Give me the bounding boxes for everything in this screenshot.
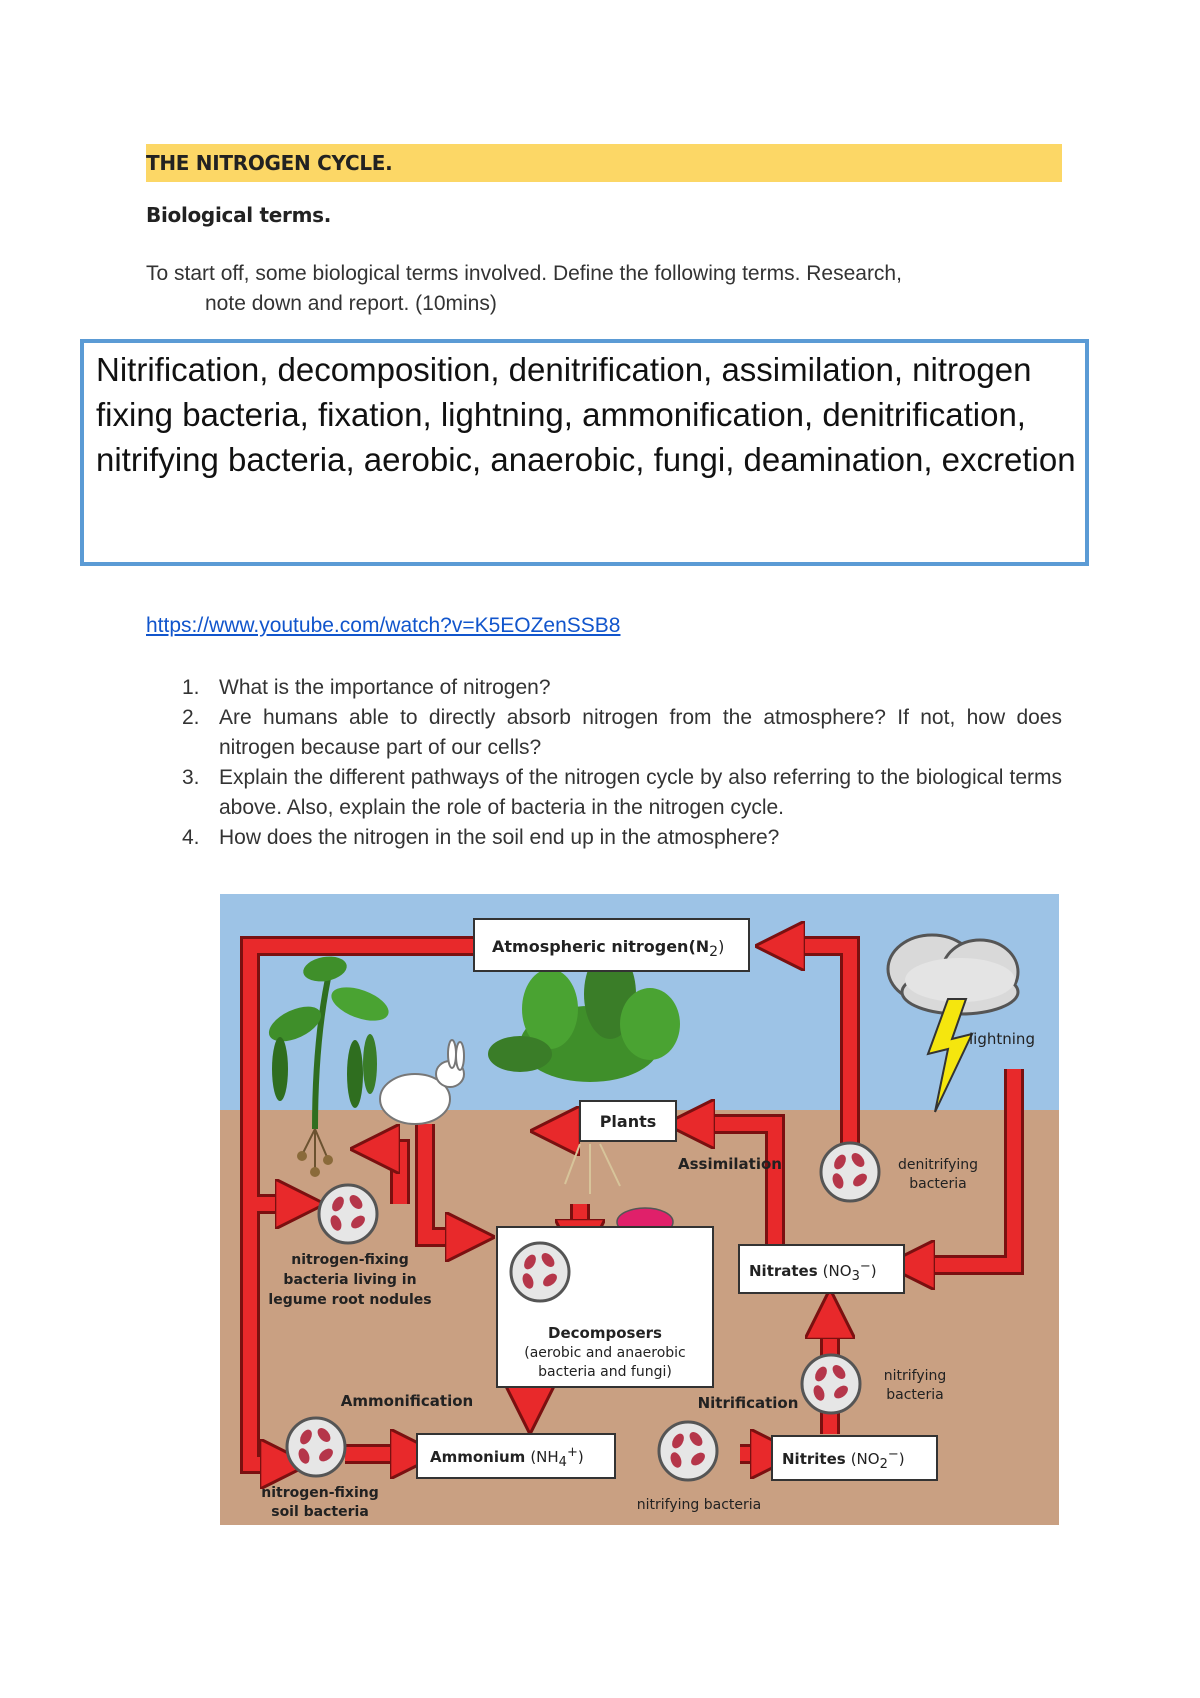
denitrifying-label-line-2: bacteria [909, 1176, 967, 1192]
decomposers-line-2: (aerobic and anaerobic [524, 1345, 686, 1361]
section-heading: Biological terms. [146, 203, 332, 227]
nitrates-formula: (NO [823, 1262, 852, 1280]
bacteria-icon [509, 1241, 571, 1303]
bacteria-icon [800, 1353, 862, 1415]
nitrates-superscript: − [860, 1259, 871, 1274]
lightning-bolt-icon [926, 998, 974, 1113]
intro-line-2: note down and report. (10mins) [205, 292, 497, 315]
svg-text:Atmospheric nitrogen(N2): Atmospheric nitrogen(N2) [492, 937, 724, 960]
nodules-label-line-3: legume root nodules [268, 1292, 431, 1308]
nodules-label-line-2: bacteria living in [283, 1272, 416, 1288]
atmospheric-paren: ) [718, 937, 724, 956]
soil-bacteria-line-2: soil bacteria [271, 1504, 369, 1520]
question-number: 3. [182, 766, 200, 789]
bacteria-icon [285, 1416, 347, 1478]
nitrites-subscript: 2 [880, 1457, 888, 1472]
rabbit-icon [379, 1039, 465, 1125]
question-text: Explain the different pathways of the ni… [219, 766, 1062, 819]
question-item: 3. Explain the different pathways of the … [146, 763, 1062, 823]
nitrites-label: Nitrites [782, 1450, 846, 1468]
ammonium-paren: ) [578, 1448, 584, 1466]
page-title: THE NITROGEN CYCLE. [146, 151, 393, 175]
nitrates-box: Nitrates (NO3−) [738, 1244, 905, 1294]
lightning-label: lightning [969, 1030, 1035, 1048]
terms-list: Nitrification, decomposition, denitrific… [96, 351, 1076, 478]
nitrogen-cycle-diagram: Atmospheric nitrogen(N2) Plants Decompos… [220, 894, 1059, 1525]
nitrates-paren: ) [871, 1262, 877, 1280]
nitrifying-right-line-1: nitrifying [884, 1368, 947, 1384]
decomposers-box: Decomposers (aerobic and anaerobic bacte… [496, 1226, 714, 1388]
atmospheric-label: Atmospheric nitrogen(N [492, 937, 709, 956]
terms-box [80, 339, 1089, 566]
plants-box: Plants [579, 1100, 677, 1142]
svg-text:Nitrates(NO3−): Nitrates (NO3−) [749, 1259, 877, 1284]
nitrites-superscript: − [888, 1447, 899, 1462]
bacteria-icon [657, 1420, 719, 1482]
question-text: Are humans able to directly absorb nitro… [219, 706, 1062, 759]
nitrites-box: Nitrites (NO2−) [771, 1435, 938, 1481]
question-item: 4. How does the nitrogen in the soil end … [146, 823, 1062, 853]
soil-bacteria-line-1: nitrogen-fixing [261, 1485, 378, 1501]
nodules-label-line-1: nitrogen-fixing [291, 1252, 408, 1268]
intro-line-1: To start off, some biological terms invo… [146, 262, 902, 285]
intro-paragraph: To start off, some biological terms invo… [146, 259, 1062, 319]
atmospheric-subscript: 2 [709, 944, 718, 960]
decomposers-title: Decomposers [548, 1324, 662, 1342]
nitrates-subscript: 3 [852, 1269, 860, 1284]
ammonium-superscript: + [567, 1445, 578, 1460]
nitrites-formula: (NO [851, 1450, 880, 1468]
legume-plant-icon [268, 956, 389, 1177]
question-number: 4. [182, 826, 200, 849]
nitrites-paren: ) [899, 1450, 905, 1468]
ammonium-label: Ammonium [430, 1448, 525, 1466]
title-highlight [146, 144, 1062, 182]
question-text: What is the importance of nitrogen? [219, 676, 551, 699]
bacteria-icon [819, 1141, 881, 1203]
assimilation-label: Assimilation [678, 1155, 782, 1173]
question-item: 1. What is the importance of nitrogen? [146, 673, 1062, 703]
question-item: 2. Are humans able to directly absorb nit… [146, 703, 1062, 763]
youtube-link[interactable]: https://www.youtube.com/watch?v=K5EOZenS… [146, 614, 621, 637]
atmospheric-nitrogen-box: Atmospheric nitrogen(N2) [473, 918, 750, 972]
svg-text:Nitrites(NO2−): Nitrites (NO2−) [782, 1447, 905, 1472]
question-list: 1. What is the importance of nitrogen? 2.… [146, 673, 1062, 853]
decomposers-line-3: bacteria and fungi) [538, 1364, 672, 1380]
question-number: 2. [182, 706, 200, 729]
bacteria-icon [317, 1183, 379, 1245]
plants-label: Plants [600, 1112, 657, 1131]
nitrifying-bottom-label: nitrifying bacteria [637, 1497, 761, 1513]
ammonification-label: Ammonification [341, 1392, 473, 1410]
question-text: How does the nitrogen in the soil end up… [219, 826, 780, 849]
plant-icon [488, 949, 680, 1194]
ammonium-box: Ammonium (NH4+) [416, 1433, 616, 1479]
svg-text:Ammonium(NH4+): Ammonium (NH4+) [430, 1445, 584, 1470]
ammonium-formula: (NH [530, 1448, 558, 1466]
nitrification-label: Nitrification [698, 1394, 799, 1412]
denitrifying-label-line-1: denitrifying [898, 1157, 978, 1173]
nitrifying-right-line-2: bacteria [886, 1387, 944, 1403]
cloud-icon [886, 933, 1020, 1016]
nitrates-label: Nitrates [749, 1262, 818, 1280]
ammonium-subscript: 4 [559, 1455, 567, 1470]
question-number: 1. [182, 676, 200, 699]
